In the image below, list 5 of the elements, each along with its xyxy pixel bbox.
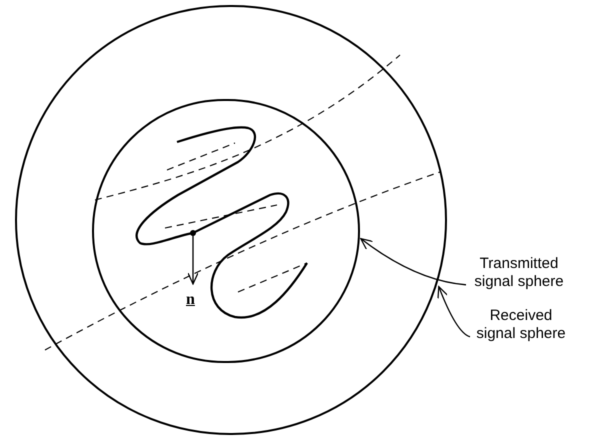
leader-line [438,286,470,338]
callout-label: Received signal sphere [475,307,567,343]
vector-label: n [186,290,195,310]
callout-label: Transmitted signal sphere [473,255,565,291]
leader-line [360,238,466,286]
